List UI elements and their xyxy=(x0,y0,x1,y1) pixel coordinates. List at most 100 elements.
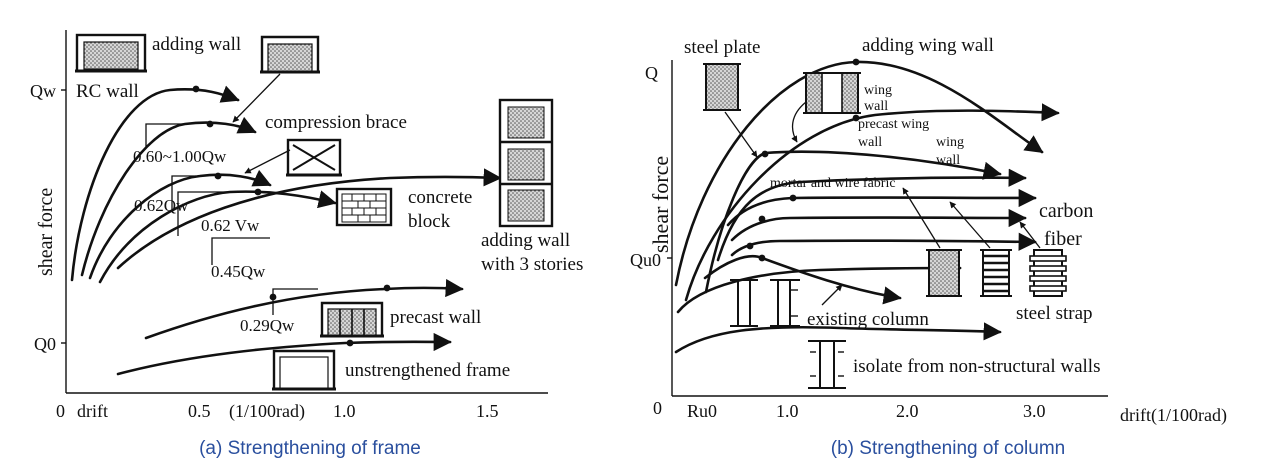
panel-a-ratio-marker xyxy=(211,237,270,265)
panel-a: Qw Q0 shear force 0 drift 0.5 (1/100rad)… xyxy=(30,30,583,459)
panel-a-3-stories-label: with 3 stories xyxy=(481,254,583,275)
panel-a-ratio-marker xyxy=(171,175,196,212)
panel-b-precast-wing-label: precast wing xyxy=(858,117,929,132)
panel-a-peak-dot xyxy=(214,172,222,180)
panel-a-caption: (a) Strengthening of frame xyxy=(199,438,421,459)
panel-b-curve-strap-1 xyxy=(730,208,1027,242)
panel-a-precast-label: precast wall xyxy=(390,307,481,328)
panel-b-xtick-2-0: 2.0 xyxy=(896,401,919,421)
panel-a-peak-dot xyxy=(383,284,391,292)
panel-a-ratio-label: 0.60~1.00Qw xyxy=(133,147,227,166)
panel-b-wing-wall-label-2: wall xyxy=(936,153,960,168)
panel-a-ratio-marker xyxy=(272,288,318,315)
panel-a-xtick-1-0: 1.0 xyxy=(333,401,356,421)
panel-b-peak-dot xyxy=(852,58,860,66)
panel-a-ratio-label: 0.62Qw xyxy=(134,196,189,215)
pointer-arrow xyxy=(902,187,941,249)
panel-a-adding-wall-label: adding wall xyxy=(152,34,241,55)
pointer-arrow xyxy=(244,149,291,174)
panel-a-curve-precast xyxy=(144,278,464,340)
panel-b-adding-wing-wall-label: adding wing wall xyxy=(862,35,994,56)
panel-b-peak-dot xyxy=(758,254,766,262)
pointer-arrow xyxy=(232,73,281,123)
existing-column-icon xyxy=(730,279,800,327)
panel-a-unstrengthened-label: unstrengthened frame xyxy=(345,360,510,381)
panel-b-existing-column-label: existing column xyxy=(807,309,929,330)
panel-b-peak-dot xyxy=(852,114,860,122)
panel-b-xtick-ru0: Ru0 xyxy=(687,401,717,421)
panel-b-peak-dot xyxy=(761,150,769,158)
pointer-arrow xyxy=(1019,221,1041,249)
panel-b-x-label: drift(1/100rad) xyxy=(1120,405,1227,426)
panel-a-origin: 0 xyxy=(56,401,65,421)
panel-a-ratio-label: 0.45Qw xyxy=(211,262,266,281)
panel-a-3-stories-label: adding wall xyxy=(481,230,570,251)
pointer-arrow xyxy=(821,284,843,306)
panel-a-block-label: block xyxy=(408,211,451,232)
panel-b-curve-existing-2 xyxy=(676,258,962,314)
panel-a-compression-brace-label: compression brace xyxy=(265,112,407,133)
panel-a-xtick-0-5: 0.5 xyxy=(188,401,211,421)
panel-b-curve-isolate xyxy=(674,322,1002,354)
panel-b-origin: 0 xyxy=(653,398,662,418)
panel-b-caption: (b) Strengthening of column xyxy=(831,438,1065,459)
steel-plate-icon xyxy=(703,63,741,111)
panel-b-peak-dot xyxy=(758,215,766,223)
panel-b-curve-precast xyxy=(704,150,1002,294)
panel-b: Q Qu0 shear force 0 Ru0 1.0 2.0 3.0 drif… xyxy=(630,35,1227,459)
panel-a-curve-adding-wall xyxy=(80,116,257,277)
panel-b-carbon-label: carbon xyxy=(1039,200,1093,222)
panel-b-curve-carbon xyxy=(726,188,1037,227)
adding-wall-icon xyxy=(260,35,320,74)
panel-b-xtick-3-0: 3.0 xyxy=(1023,401,1046,421)
carbon-fiber-icon xyxy=(980,249,1012,297)
panel-b-wing-wall-label: wing xyxy=(864,83,892,98)
panel-b-wing-wall-label: wall xyxy=(864,99,888,114)
panel-b-curve-existing xyxy=(703,254,902,305)
compression-brace-icon xyxy=(286,138,342,177)
panel-b-precast-wing-label: wall xyxy=(858,135,882,150)
panel-a-rc-wall-label: RC wall xyxy=(76,81,139,102)
panel-b-curve-strap-2 xyxy=(730,232,1037,257)
panel-a-curve-brace xyxy=(88,169,272,280)
panel-b-mortar-label: mortar and wire fabric xyxy=(770,176,896,191)
panel-a-peak-dot xyxy=(254,188,262,196)
unstrengthened-frame-icon xyxy=(272,349,336,391)
panel-b-fiber-label: fiber xyxy=(1044,228,1082,250)
panel-a-ratio-marker xyxy=(177,191,236,236)
rc-wall-icon xyxy=(75,33,147,73)
pointer-arrow xyxy=(949,201,991,249)
panel-a-x-label: drift xyxy=(77,401,108,421)
isolate-icon xyxy=(808,340,846,389)
panel-a-concrete-label: concrete xyxy=(408,187,472,208)
mortar-wire-icon xyxy=(926,249,962,297)
panel-a-ratio-label: 0.62 Vw xyxy=(201,216,260,235)
panel-b-wing-wall-label-2: wing xyxy=(936,135,964,150)
panel-b-peak-dot xyxy=(746,242,754,250)
panel-a-curve-unstrengthened xyxy=(116,332,452,376)
panel-a-x-unit: (1/100rad) xyxy=(229,401,305,422)
concrete-block-icon xyxy=(335,187,393,227)
panel-b-y-label: shear force xyxy=(648,156,673,253)
panel-b-xtick-1-0: 1.0 xyxy=(776,401,799,421)
panel-a-ytick-qw: Qw xyxy=(30,81,56,101)
pointer-arrow xyxy=(791,101,807,143)
panel-b-steel-strap-label: steel strap xyxy=(1016,303,1093,324)
panel-a-y-label: shear force xyxy=(35,188,57,276)
panel-b-steel-plate-label: steel plate xyxy=(684,37,761,58)
panel-a-curve-3-stories xyxy=(116,168,502,270)
panel-b-ytick-q: Q xyxy=(645,63,658,83)
panel-a-ytick-q0: Q0 xyxy=(34,334,56,354)
panel-a-peak-dot xyxy=(346,339,354,347)
wing-wall-icon xyxy=(803,72,861,114)
steel-strap-icon xyxy=(1029,249,1067,297)
panel-a-ratio-marker xyxy=(145,123,188,148)
pointer-arrow xyxy=(724,111,758,158)
panel-b-ytick-qu0: Qu0 xyxy=(630,250,661,270)
panel-a-ratio-label: 0.29Qw xyxy=(240,316,295,335)
panel-b-isolate-label: isolate from non-structural walls xyxy=(853,356,1100,377)
three-story-wall-icon xyxy=(498,98,554,228)
panel-b-curve-wing-wall-2 xyxy=(684,103,1060,302)
panel-a-peak-dot xyxy=(206,120,214,128)
